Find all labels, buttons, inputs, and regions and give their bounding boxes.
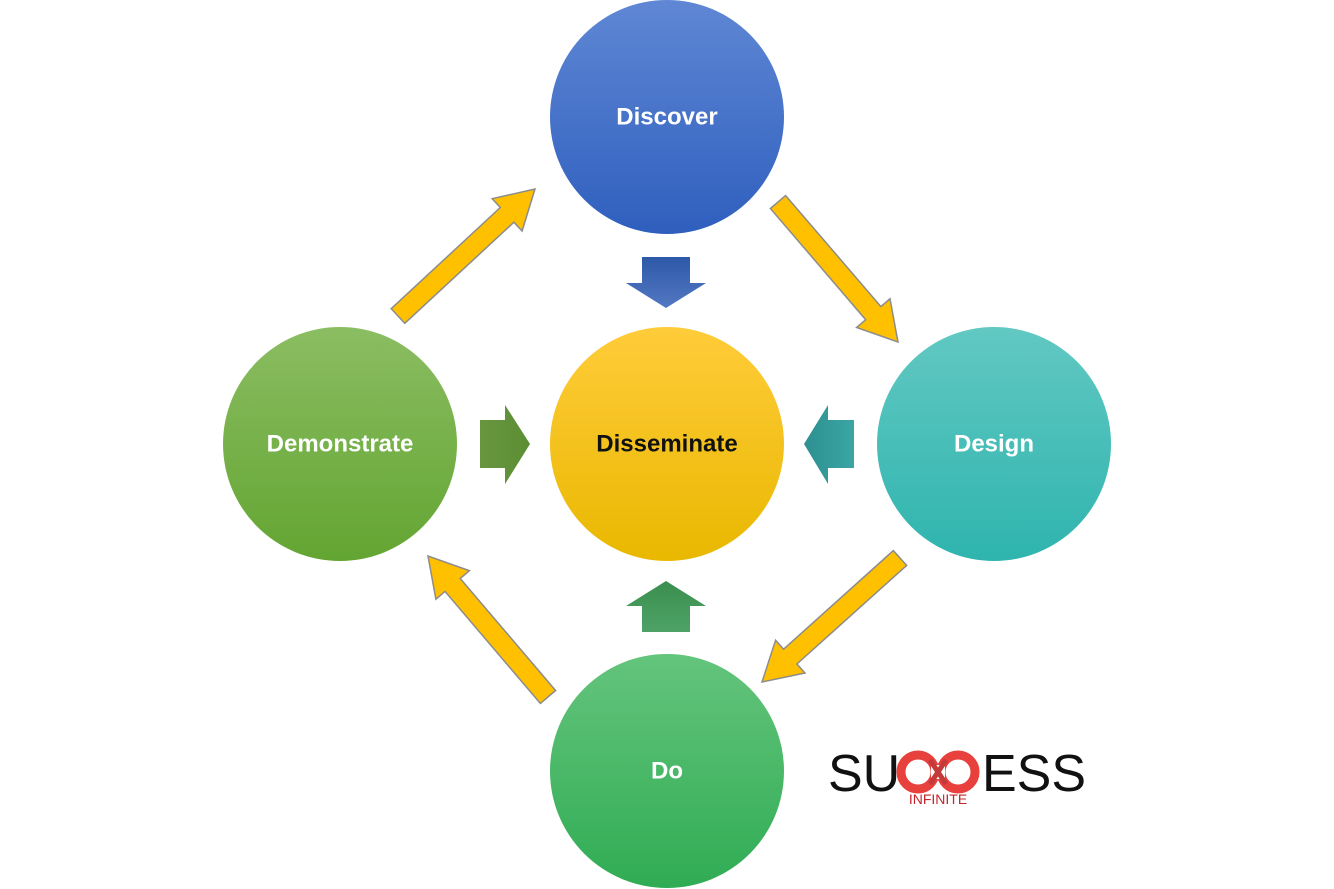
logo-text-prefix: SU — [828, 745, 900, 803]
discover-to-design-arrow — [769, 194, 899, 344]
do-to-disseminate-arrow — [626, 581, 706, 632]
success-infinite-logo: SU ESS INFINITE — [828, 745, 1086, 807]
demonstrate-label: Demonstrate — [267, 431, 414, 458]
do-label: Do — [651, 758, 683, 785]
demonstrate-node: Demonstrate — [223, 327, 457, 561]
design-to-do-arrow — [760, 549, 908, 683]
infinity-icon — [896, 750, 980, 794]
disseminate-label: Disseminate — [596, 431, 737, 458]
discover-to-disseminate-arrow — [626, 257, 706, 308]
design-node: Design — [877, 327, 1111, 561]
discover-node: Discover — [550, 0, 784, 234]
logo-text-suffix: ESS — [982, 745, 1086, 803]
disseminate-node: Disseminate — [550, 327, 784, 561]
demonstrate-to-discover-arrow — [390, 187, 537, 325]
do-node: Do — [550, 654, 784, 888]
do-to-demonstrate-arrow — [427, 554, 557, 705]
logo-subtitle: INFINITE — [909, 791, 967, 807]
discover-label: Discover — [616, 104, 717, 131]
demonstrate-to-disseminate-arrow — [480, 405, 530, 484]
design-to-disseminate-arrow — [804, 405, 854, 484]
design-label: Design — [954, 431, 1034, 458]
cycle-arrows — [390, 187, 908, 705]
